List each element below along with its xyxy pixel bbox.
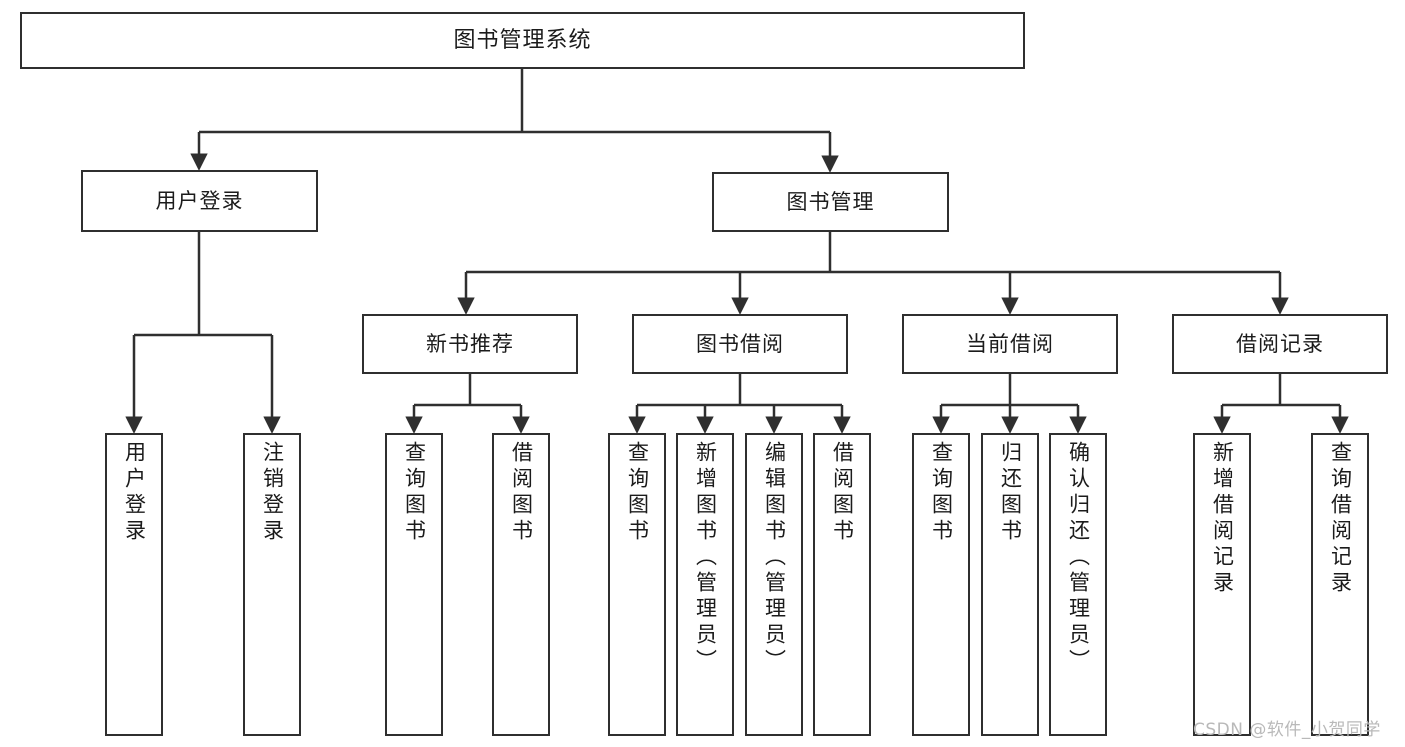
node-label: 新增图书（管理员） [693,441,718,675]
node-label: 注销登录 [260,441,285,545]
node-book-management[interactable]: 图书管理 [712,172,949,232]
node-label: 图书管理 [786,189,875,214]
node-label: 新增借阅记录 [1210,441,1235,597]
node-label: 编辑图书（管理员） [762,441,787,675]
node-label: 用户登录 [155,188,244,213]
node-borrow-record[interactable]: 借阅记录 [1172,314,1388,374]
node-label: 归还图书 [998,441,1023,545]
node-label: 图书借阅 [696,331,784,356]
node-label: 查询图书 [625,441,650,545]
node-user-login[interactable]: 用户登录 [81,170,318,232]
leaf-borrow-record-query-record[interactable]: 查询借阅记录 [1311,433,1369,736]
node-label: 借阅图书 [509,441,534,545]
node-label: 确认归还（管理员） [1066,441,1091,675]
node-label: 用户登录 [122,441,147,545]
leaf-user-login-login[interactable]: 用户登录 [105,433,163,736]
node-label: 查询图书 [929,441,954,545]
leaf-new-book-borrow-book[interactable]: 借阅图书 [492,433,550,736]
leaf-new-book-query-book[interactable]: 查询图书 [385,433,443,736]
leaf-current-borrow-confirm-return-admin[interactable]: 确认归还（管理员） [1049,433,1107,736]
csdn-watermark: CSDN @软件_小贺同学 [1193,720,1381,740]
leaf-book-borrow-query-book[interactable]: 查询图书 [608,433,666,736]
node-root-library-management-system[interactable]: 图书管理系统 [20,12,1025,69]
node-label: 图书管理系统 [453,27,592,53]
leaf-user-login-logout[interactable]: 注销登录 [243,433,301,736]
node-label: 当前借阅 [966,331,1054,356]
node-current-borrow[interactable]: 当前借阅 [902,314,1118,374]
leaf-current-borrow-return-book[interactable]: 归还图书 [981,433,1039,736]
leaf-book-borrow-borrow-book[interactable]: 借阅图书 [813,433,871,736]
node-label: 查询图书 [402,441,427,545]
node-label: 新书推荐 [426,331,514,356]
leaf-book-borrow-add-book-admin[interactable]: 新增图书（管理员） [676,433,734,736]
node-label: 查询借阅记录 [1328,441,1353,597]
leaf-book-borrow-edit-book-admin[interactable]: 编辑图书（管理员） [745,433,803,736]
node-label: 借阅记录 [1236,331,1324,356]
node-new-book-recommend[interactable]: 新书推荐 [362,314,578,374]
leaf-borrow-record-add-record[interactable]: 新增借阅记录 [1193,433,1251,736]
node-label: 借阅图书 [830,441,855,545]
node-book-borrow[interactable]: 图书借阅 [632,314,848,374]
leaf-current-borrow-query-book[interactable]: 查询图书 [912,433,970,736]
